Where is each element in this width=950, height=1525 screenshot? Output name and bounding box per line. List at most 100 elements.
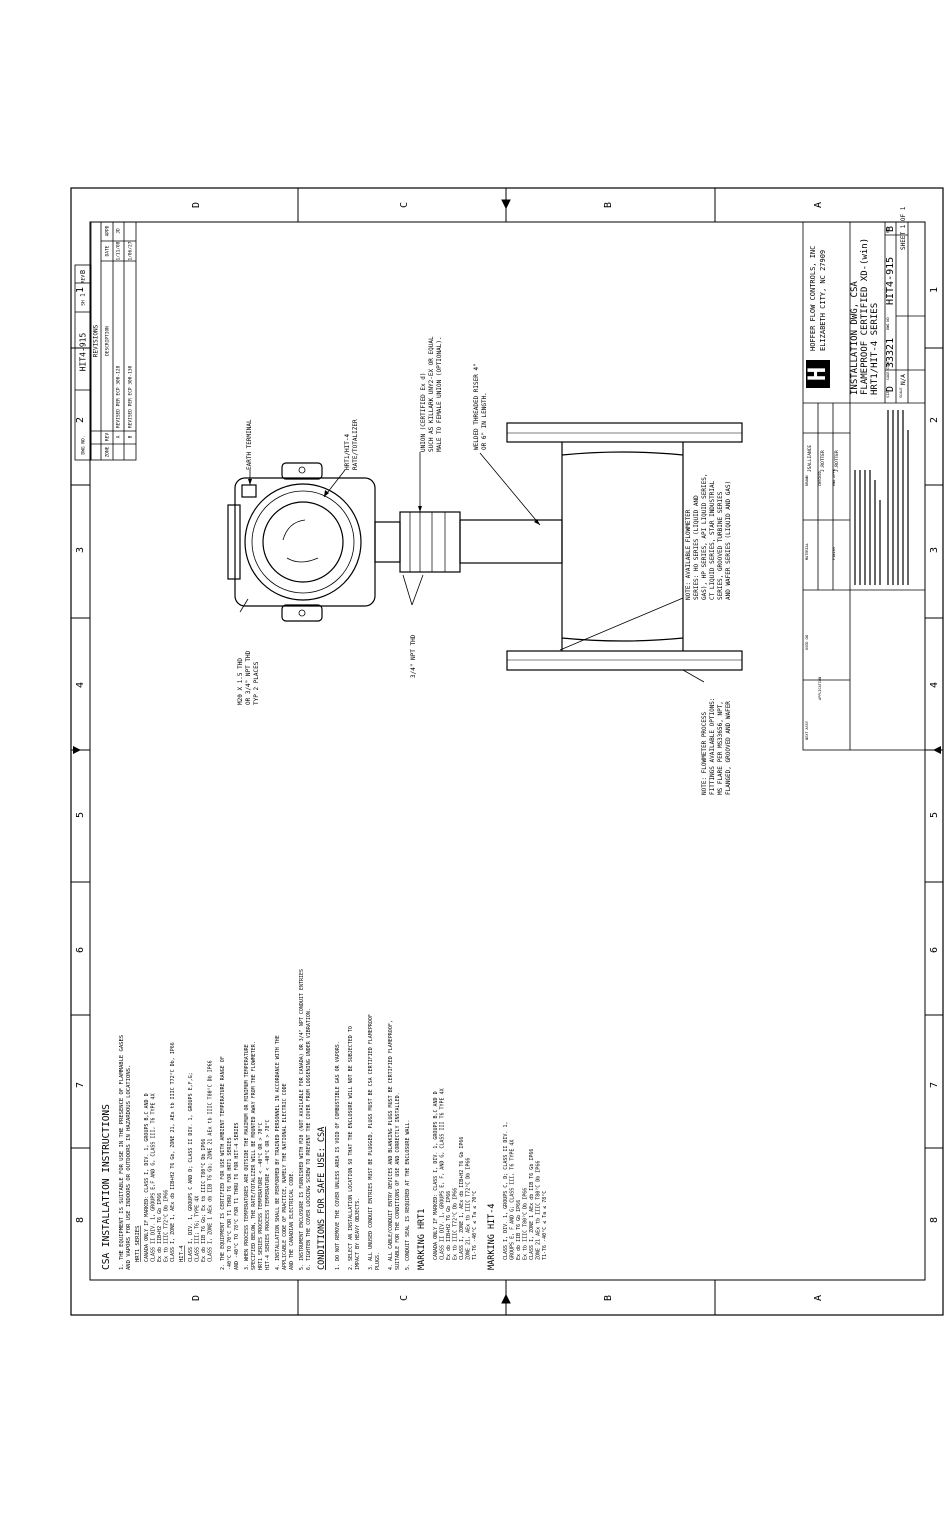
marking-hit4-title: MARKING HIT-4: [487, 1203, 497, 1270]
flange-bottom: [506, 650, 743, 671]
zone-letter-top: B: [603, 202, 614, 208]
rev-row-b-rev: B: [128, 435, 134, 438]
csa-instructions-title: CSA INSTALLATION INSTRUCTIONS: [101, 1104, 112, 1270]
flowmeter-assembly: [227, 422, 743, 671]
company-name: HOFFER FLOW CONTROLS, INC: [809, 246, 817, 351]
sheet-count: SHEET 1 OF 1: [900, 206, 907, 250]
note-line: IMPACT BY HEAVY OBJECTS.: [355, 1198, 361, 1270]
rev-row-a-desc: REVISED PER ECP 300-128: [116, 365, 122, 428]
callout-line: AND WAFER SERIES (LIQUID AND GAS): [725, 481, 732, 600]
zone-number-left: 3: [75, 547, 86, 553]
callout-npt: 3/4" NPT THD: [410, 634, 417, 678]
note-line: CANADA ONLY IF MARKED: CLASS I, DIV. 1, …: [433, 1091, 439, 1260]
note-line: Ex tb IIIC T72°C Db IP66: [164, 1190, 170, 1262]
scale-label: SCALE: [899, 387, 903, 398]
hit4-label: HIT-4: [179, 1245, 185, 1262]
callout-line: MALE TO FEMALE UNION (OPTIONAL).: [436, 336, 443, 452]
zone-letter-top: D: [191, 202, 202, 208]
note-line: CLASS I, DIV. 1, GROUPS C, D; CLASS II D…: [503, 1122, 509, 1260]
rev2-label: REV: [886, 226, 890, 233]
revisions-title: REVISIONS: [93, 324, 100, 357]
application-label: APPLICATION: [818, 677, 822, 700]
note-line: Ex tb IIIC T72°C Db IP66: [453, 1188, 459, 1260]
note-line: Ex tb IIIC T80°C Db IP66: [523, 1188, 529, 1260]
zone-number-left: 2: [75, 417, 86, 423]
drawn-label: DRAWN: [805, 475, 809, 486]
zone-number-right: 7: [929, 1082, 940, 1088]
zone-number-left: 6: [75, 947, 86, 953]
callout-line: HRT1/HIT-4: [344, 433, 351, 470]
size-value: D: [885, 386, 896, 392]
callout-line: WELDED THREADED RISER 4": [473, 363, 480, 450]
note-line: AND THE CANADIAN ELECTRICAL CODE.: [289, 1171, 295, 1270]
note-line: 2. THE EQUIPMENT IS CERTIFIED FOR USE WI…: [220, 1056, 226, 1270]
note-line: 2. SELECT AN INSTALLATION LOCATION SO TH…: [348, 1026, 354, 1270]
callout-line: NOTE: AVAILABLE FLOWMETER: [685, 509, 692, 600]
note-line: ZONE 21 AEx tb IIIC T80°C Db IP66: [536, 1161, 542, 1260]
note-line: 4. INSTALLATION SHALL BE PERFORMED BY TR…: [275, 1035, 281, 1270]
rev-header-description: DESCRIPTION: [105, 326, 111, 356]
note-line: CLASS I, ZONE 1, AEx db IIB+H2 T6 Gb IP6…: [459, 1137, 465, 1260]
eng-appr-value: J.ROTTER: [834, 450, 840, 472]
zone-letter-bottom: B: [603, 1295, 614, 1301]
conditions-title: CONDITIONS FOR SAFE USE: CSA: [317, 1127, 327, 1270]
callout-line: EARTH TERMINAL: [246, 419, 253, 470]
next-assy-label: NEXT ASSY: [805, 720, 809, 740]
rev-row-a-date: 1/11/08: [116, 241, 122, 260]
revision-block: [74, 221, 137, 461]
company-address: ELIZABETH CITY, NC 27909: [819, 250, 827, 351]
sheet-label: SH: [81, 300, 87, 306]
sheet-value: 1: [80, 293, 87, 297]
center-arrow-right: [933, 746, 941, 754]
zone-number-left: 1: [75, 287, 86, 293]
note-line: -40°C TO 70°C FOR T1 THRU T6 FOR HRT1 SE…: [227, 1138, 233, 1270]
rev-value: B: [79, 270, 87, 274]
rev-header-rev: REV: [105, 433, 111, 441]
proprietary-notice: [854, 410, 909, 585]
note-line: Ex db IIB T6 Gb IP66: [516, 1200, 522, 1260]
callout-rate-totalizer: HRT1/HIT-4 RATE/TOTALIZER: [344, 419, 359, 470]
callout-line: MS FLARE PER MS33656, NPT,: [717, 701, 724, 795]
zone-number-left: 5: [75, 812, 86, 818]
note-line: HRT1 SERIES PROCESS TEMPERATURE < -40°C …: [258, 1122, 264, 1270]
center-arrow-bottom: [501, 1280, 511, 1315]
zone-number-right: 3: [929, 547, 940, 553]
note-line: Ex db IIB+H2 T6 Gb IP66: [157, 1193, 163, 1262]
center-arrow-left: [73, 746, 81, 754]
callout-earth-terminal: EARTH TERMINAL: [246, 419, 253, 470]
callout-line: CT LIQUID SERIES, STAR INDUSTRIAL: [709, 480, 716, 600]
callout-line: NOTE: FLOWMETER PROCESS: [701, 712, 708, 795]
rev2-value: B: [885, 226, 896, 232]
zone-number-left: 4: [75, 682, 86, 688]
outer-border: [70, 187, 944, 1316]
note-line: CLASS I, ZONE 1 AEx db IIB T6 Gb; ZONE 2…: [208, 1060, 214, 1262]
callout-line: OR 6" IN LENGTH.: [481, 392, 488, 450]
note-line: 5. INSTRUMENT ENCLOSURE IS FURNISHED WIT…: [299, 969, 305, 1270]
zone-number-right: 4: [929, 682, 940, 688]
callout-line: TYP 2 PLACES: [253, 661, 260, 705]
note-line: 6. TIGHTEN THE COVER LOCKING SCREW TO PR…: [306, 1008, 312, 1270]
zone-letter-bottom: A: [813, 1295, 824, 1301]
eng-appr-label: ENG APPR: [832, 468, 836, 486]
zone-number-right: 5: [929, 812, 940, 818]
checked-label: CHECKED: [818, 471, 822, 486]
zone-letter-bottom: C: [399, 1295, 410, 1301]
used-on-label: USED ON: [805, 635, 809, 650]
note-line: 3. ALL UNUSED CONDUIT ENTRIES MUST BE PL…: [368, 1014, 374, 1270]
zone-number-right: 2: [929, 417, 940, 423]
note-line: SPECIFIED BELOW, THE RATE/TOTALIZER WILL…: [251, 1041, 257, 1270]
center-arrow-top: [501, 188, 511, 222]
drawn-value: JSALLIANCE: [807, 445, 813, 472]
note-line: 1. THE EQUIPMENT IS SUITABLE FOR USE IN …: [119, 1035, 125, 1270]
rev-row-a-appd: JD: [116, 228, 122, 234]
note-line: APPLICABLE CODE OF PRACTICE, NAMELY THE …: [282, 1083, 288, 1270]
note-line: CLASS III; T6; TYPE 4X: [195, 1196, 201, 1262]
inner-border: [89, 221, 926, 1281]
callout-note-process: NOTE: FLOWMETER PROCESS FITTINGS AVAILAB…: [701, 697, 732, 795]
callout-union: UNION (CERTIFIED Ex d) SUCH AS KILLARK U…: [420, 336, 443, 452]
hrt1-series-label: HRT1 SERIES: [135, 1226, 141, 1262]
cage-label: CAGE CODE: [886, 361, 890, 380]
hoffer-logo: H: [803, 360, 831, 388]
rev-header-appd: APPD: [105, 225, 111, 236]
callout-m20: M20 X 1.5 THD OR 3/4" NPT THD TYP 2 PLAC…: [237, 650, 260, 705]
